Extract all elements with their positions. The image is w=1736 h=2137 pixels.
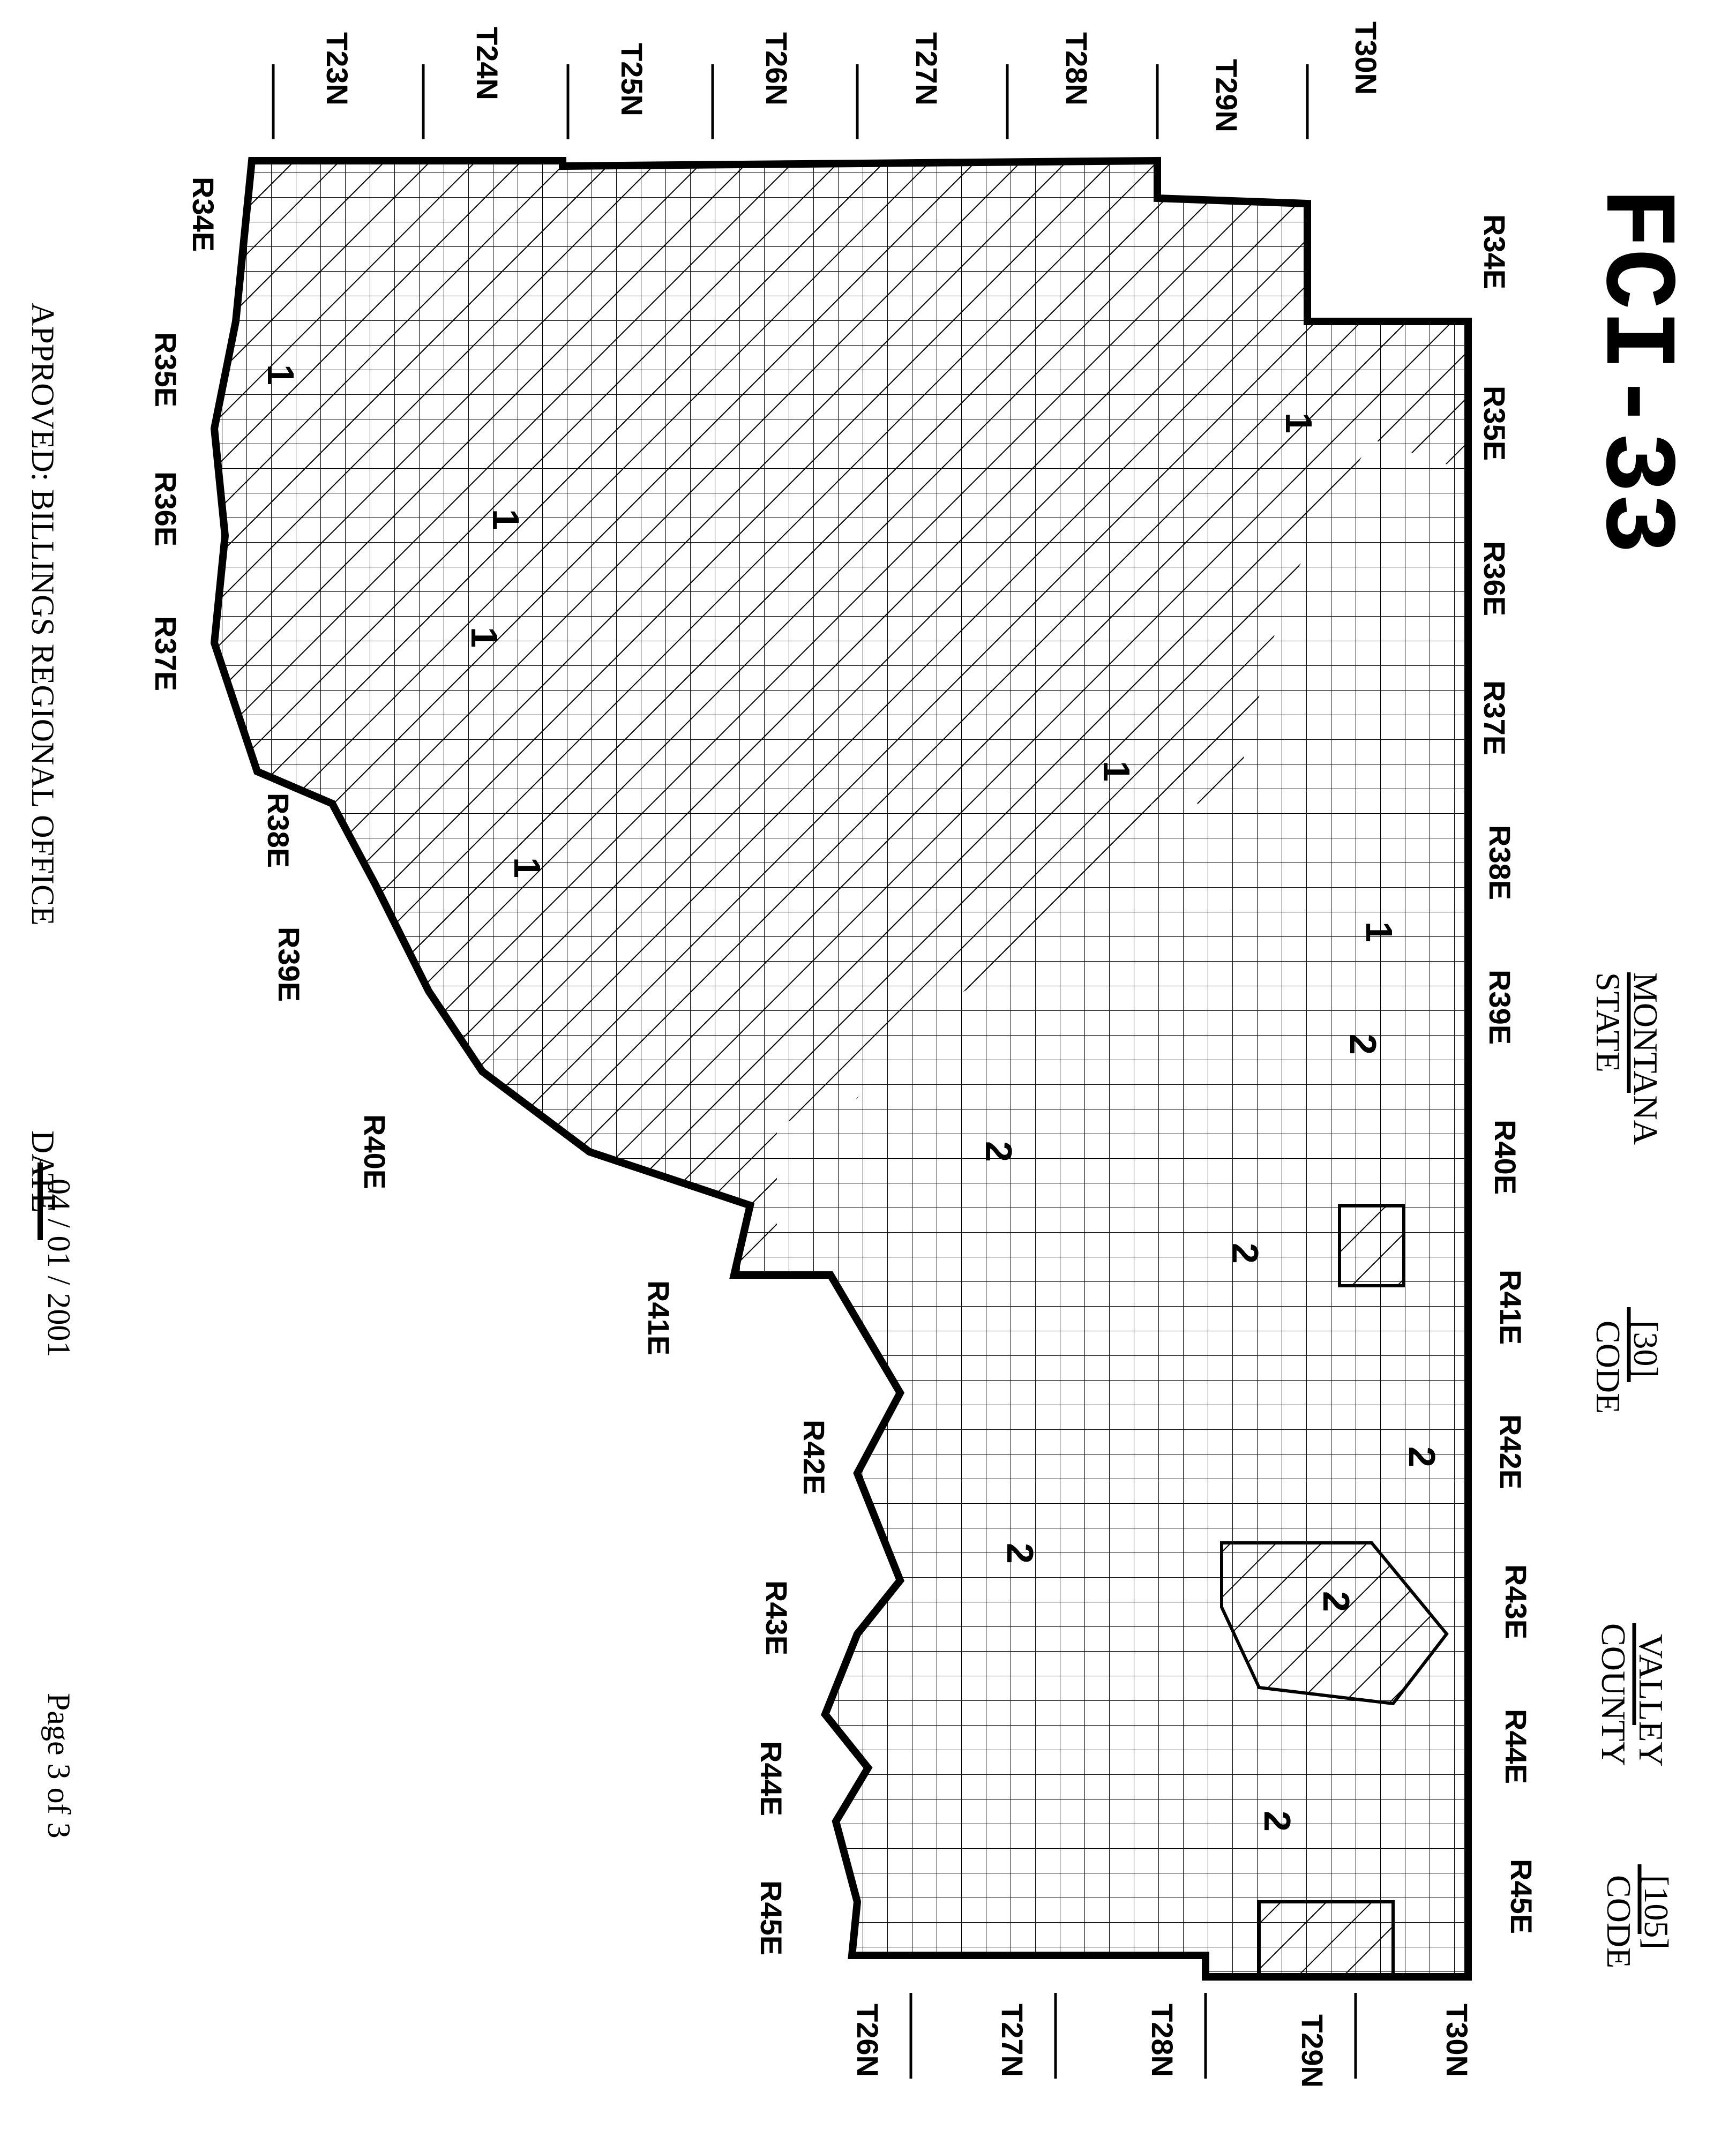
zone-label: 1 [463,627,505,648]
county-code: [105] [1637,1875,1675,1949]
county-boundary [210,156,1472,1981]
state-code: [30] [1627,1321,1665,1378]
zone-label: 1 [260,364,302,385]
zone-label: 2 [1256,1811,1298,1832]
zone-label: 1 [506,857,548,878]
township-label-top: T29N [1210,59,1244,132]
range-label-left: R39E [272,927,306,1002]
range-label-left: R34E [186,177,220,252]
state-name: MONTANA [1627,972,1665,1145]
township-label-top: T30N [1349,21,1383,95]
township-ticks [272,64,1357,2079]
range-label-left: R45E [754,1880,788,1955]
date-value: 04 / 01 / 2001 [41,1179,77,1357]
county-code-label: CODE [1600,1875,1638,1968]
range-label-right: R44E [1499,1709,1533,1784]
range-label-right: R40E [1488,1120,1522,1195]
range-label-right: R35E [1478,386,1511,461]
zone-label: 2 [1342,1034,1384,1055]
range-label-right: R38E [1483,825,1517,900]
range-label-left: R35E [149,332,183,407]
township-label-bottom: T26N [851,2004,885,2077]
map-title: FCI-33 [1576,188,1692,554]
range-label-right: R42E [1494,1414,1528,1489]
township-label-top: T27N [910,32,944,106]
range-label-right: R36E [1478,541,1511,616]
state-block: MONTANA STATE [30] CODE [1589,972,1665,1414]
range-label-left: R44E [754,1741,788,1816]
range-label-left: R36E [149,471,183,546]
range-label-right: R45E [1505,1859,1538,1934]
range-label-left: R40E [358,1114,392,1189]
zone-label: 2 [999,1543,1041,1564]
zone-label: 2 [1224,1243,1266,1264]
township-label-bottom: T30N [1440,2004,1474,2077]
county-name: VALLEY [1632,1634,1670,1767]
state-label: STATE [1589,972,1627,1073]
county-label: COUNTY [1595,1623,1633,1766]
county-block: VALLEY COUNTY [105] CODE [1595,1623,1675,1968]
range-label-right: R34E [1478,214,1511,289]
township-label-bottom: T28N [1146,2004,1179,2077]
zone-labels: 1 1 1 1 1 1 1 2 2 2 2 2 2 2 [260,364,1443,1832]
zone-label: 2 [1315,1591,1357,1612]
range-label-left: R42E [797,1420,831,1495]
range-label-left: R38E [261,793,295,868]
township-label-bottom: T27N [996,2004,1029,2077]
township-label-bottom: T29N [1296,2014,1329,2088]
approval-text: APPROVED: BILLINGS REGIONAL OFFICE [25,303,61,926]
zone-label: 2 [1401,1446,1443,1467]
township-label-top: T26N [760,32,794,106]
range-label-left: R43E [760,1580,794,1655]
township-label-top: T24N [470,27,504,100]
township-label-top: T23N [320,32,354,106]
range-label-left: R37E [149,616,183,691]
zone-label: 1 [1358,921,1400,942]
zone-label: 1 [485,509,527,530]
zone-label: 2 [978,1141,1020,1162]
township-label-top: T25N [615,43,649,116]
range-label-left: R41E [642,1280,676,1355]
zone-label: 1 [1096,761,1138,782]
page-number: Page 3 of 3 [41,1693,77,1839]
township-label-top: T28N [1060,32,1094,106]
state-code-label: CODE [1589,1321,1627,1414]
range-label-right: R43E [1499,1564,1533,1639]
zone-label: 1 [1278,413,1320,433]
date-block: DATE 04 / 01 / 2001 [25,1130,77,1357]
range-label-right: R39E [1483,970,1517,1045]
range-label-right: R37E [1478,680,1511,755]
range-label-right: R41E [1494,1270,1528,1345]
